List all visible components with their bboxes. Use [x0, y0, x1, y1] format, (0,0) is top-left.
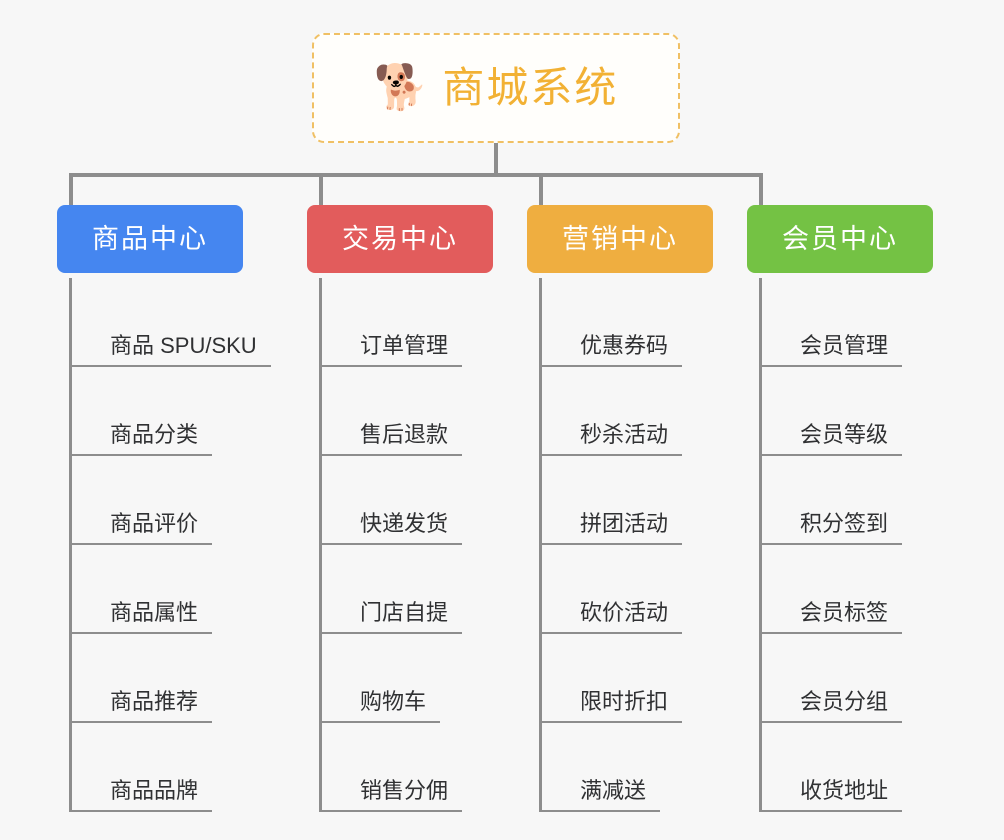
category-box-member-center[interactable]: 会员中心 [747, 205, 933, 273]
leaf-underline: 秒杀活动 [542, 421, 683, 456]
leaf-item-label: 商品推荐 [110, 688, 199, 714]
leaf-item-label: 会员管理 [800, 332, 889, 358]
leaf-item-label: 售后退款 [360, 421, 449, 447]
leaf-underline: 优惠券码 [542, 332, 683, 367]
leaf-item[interactable]: 收货地址 [762, 723, 903, 812]
leaf-underline: 快递发货 [322, 510, 463, 545]
leaf-item-label: 订单管理 [360, 332, 449, 358]
leaf-item-label: 销售分佣 [360, 777, 449, 803]
leaf-underline: 订单管理 [322, 332, 463, 367]
leaf-item[interactable]: 门店自提 [322, 545, 463, 634]
leaf-item-label: 限时折扣 [580, 688, 669, 714]
leaf-item-label: 优惠券码 [580, 332, 669, 358]
leaf-item[interactable]: 商品 SPU/SKU [72, 278, 271, 367]
leaf-item-label: 会员标签 [800, 599, 889, 625]
leaf-underline: 会员分组 [762, 688, 903, 723]
leaf-underline: 商品属性 [72, 599, 213, 634]
leaf-item-label: 商品评价 [110, 510, 199, 536]
leaf-underline: 会员管理 [762, 332, 903, 367]
leaf-underline: 门店自提 [322, 599, 463, 634]
leaf-underline: 收货地址 [762, 777, 903, 812]
leaf-item[interactable]: 会员分组 [762, 634, 903, 723]
leaf-item[interactable]: 商品分类 [72, 367, 213, 456]
leaf-item[interactable]: 拼团活动 [542, 456, 683, 545]
leaf-underline: 满减送 [542, 777, 661, 812]
category-box-marketing-center[interactable]: 营销中心 [527, 205, 713, 273]
leaf-underline: 购物车 [322, 688, 441, 723]
connector-drop-trade-center [319, 173, 323, 205]
leaf-item[interactable]: 商品属性 [72, 545, 213, 634]
leaf-item-label: 满减送 [580, 777, 647, 803]
leaf-item-label: 商品品牌 [110, 777, 199, 803]
leaf-item[interactable]: 会员管理 [762, 278, 903, 367]
leaf-item-label: 会员分组 [800, 688, 889, 714]
leaf-underline: 限时折扣 [542, 688, 683, 723]
branch-trunk-product-center [69, 278, 72, 812]
leaf-underline: 商品 SPU/SKU [72, 333, 271, 367]
leaf-underline: 销售分佣 [322, 777, 463, 812]
connector-root-stem [494, 143, 498, 177]
category-box-trade-center[interactable]: 交易中心 [307, 205, 493, 273]
leaf-item[interactable]: 限时折扣 [542, 634, 683, 723]
leaf-item-label: 砍价活动 [580, 599, 669, 625]
leaf-item-label: 会员等级 [800, 421, 889, 447]
category-label-member-center: 会员中心 [782, 223, 898, 254]
leaf-underline: 商品分类 [72, 421, 213, 456]
leaf-item-label: 商品属性 [110, 599, 199, 625]
leaf-underline: 商品推荐 [72, 688, 213, 723]
leaf-item[interactable]: 订单管理 [322, 278, 463, 367]
leaf-item[interactable]: 积分签到 [762, 456, 903, 545]
leaf-item-label: 秒杀活动 [580, 421, 669, 447]
leaf-underline: 会员等级 [762, 421, 903, 456]
leaf-item-label: 商品分类 [110, 421, 199, 447]
leaf-underline: 会员标签 [762, 599, 903, 634]
branch-trunk-member-center [759, 278, 762, 812]
leaf-item[interactable]: 会员标签 [762, 545, 903, 634]
leaf-item-label: 购物车 [360, 688, 427, 714]
leaf-item[interactable]: 秒杀活动 [542, 367, 683, 456]
branch-trunk-trade-center [319, 278, 322, 812]
shiba-inu-dog-face-icon: 🐕 [373, 63, 429, 112]
leaf-item-label: 拼团活动 [580, 510, 669, 536]
leaf-item[interactable]: 会员等级 [762, 367, 903, 456]
leaf-item[interactable]: 砍价活动 [542, 545, 683, 634]
category-label-marketing-center: 营销中心 [562, 223, 678, 254]
category-label-product-center: 商品中心 [92, 223, 208, 254]
category-box-product-center[interactable]: 商品中心 [57, 205, 243, 273]
leaf-item[interactable]: 优惠券码 [542, 278, 683, 367]
leaf-item-label: 收货地址 [800, 777, 889, 803]
connector-drop-product-center [69, 173, 73, 205]
leaf-item[interactable]: 购物车 [322, 634, 441, 723]
leaf-item[interactable]: 快递发货 [322, 456, 463, 545]
leaf-underline: 商品品牌 [72, 777, 213, 812]
leaf-underline: 砍价活动 [542, 599, 683, 634]
connector-drop-marketing-center [539, 173, 543, 205]
leaf-underline: 积分签到 [762, 510, 903, 545]
leaf-item[interactable]: 商品评价 [72, 456, 213, 545]
leaf-item[interactable]: 销售分佣 [322, 723, 463, 812]
leaf-item-label: 积分签到 [800, 510, 889, 536]
branch-trunk-marketing-center [539, 278, 542, 812]
leaf-item-label: 快递发货 [360, 510, 449, 536]
leaf-underline: 售后退款 [322, 421, 463, 456]
leaf-item[interactable]: 商品推荐 [72, 634, 213, 723]
connector-drop-member-center [759, 173, 763, 205]
leaf-underline: 拼团活动 [542, 510, 683, 545]
connector-horizontal-bus [69, 173, 763, 177]
leaf-item[interactable]: 满减送 [542, 723, 661, 812]
leaf-item[interactable]: 售后退款 [322, 367, 463, 456]
leaf-item-label: 门店自提 [360, 599, 449, 625]
leaf-item[interactable]: 商品品牌 [72, 723, 213, 812]
leaf-underline: 商品评价 [72, 510, 213, 545]
leaf-item-label: 商品 SPU/SKU [110, 332, 257, 358]
root-node-shopping-mall-system[interactable]: 🐕 商城系统 [312, 33, 680, 143]
category-label-trade-center: 交易中心 [342, 223, 458, 254]
root-node-title: 商城系统 [442, 64, 619, 111]
